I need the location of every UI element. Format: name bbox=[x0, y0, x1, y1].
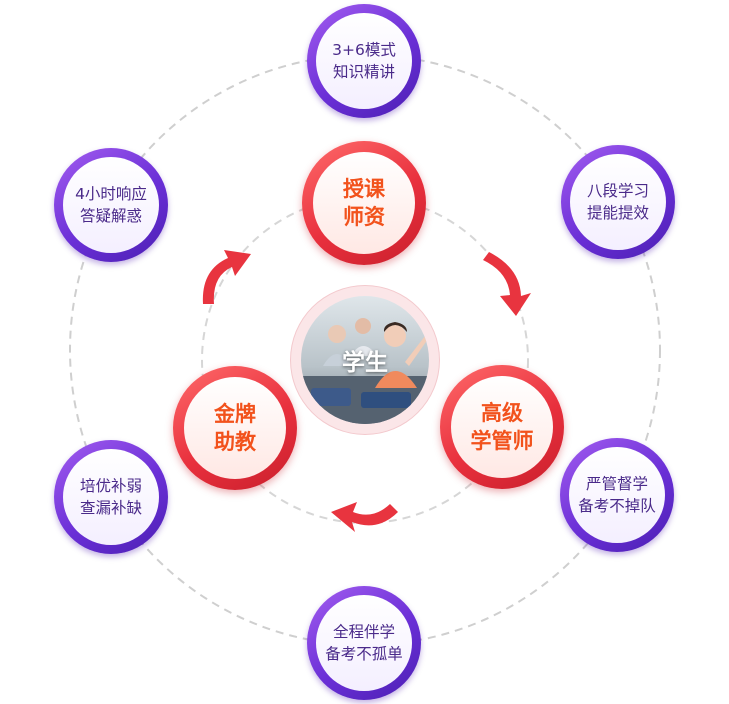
outer-node-line: 提能提效 bbox=[586, 204, 649, 222]
outer-node-line: 全程伴学 bbox=[332, 623, 395, 641]
outer-node-remedial: 培优补弱 查漏补缺 bbox=[54, 440, 168, 554]
outer-node-line: 严管督学 bbox=[585, 475, 648, 493]
center-student-node: 学生 bbox=[291, 286, 439, 434]
inner-node-line: 师资 bbox=[343, 205, 385, 229]
cycle-arrow-icon bbox=[331, 502, 398, 532]
outer-node-study-stages: 八段学习 提能提效 bbox=[561, 145, 675, 259]
outer-node-line: 八段学习 bbox=[586, 182, 649, 200]
inner-node-line: 授课 bbox=[343, 177, 385, 201]
outer-node-line: 知识精讲 bbox=[332, 63, 395, 81]
inner-node-line: 助教 bbox=[214, 430, 256, 454]
inner-node-manager: 高级 学管师 bbox=[440, 365, 564, 489]
cycle-arrow-icon bbox=[483, 252, 531, 316]
outer-node-knowledge: 3+6模式 知识精讲 bbox=[307, 4, 421, 118]
outer-node-response: 4小时响应 答疑解惑 bbox=[54, 148, 168, 262]
outer-node-companion: 全程伴学 备考不孤单 bbox=[307, 586, 421, 700]
outer-node-line: 答疑解惑 bbox=[79, 207, 142, 225]
inner-node-line: 高级 bbox=[481, 401, 523, 425]
inner-node-teachers: 授课 师资 bbox=[302, 141, 426, 265]
outer-node-line: 备考不掉队 bbox=[578, 497, 656, 515]
outer-node-line: 4小时响应 bbox=[75, 185, 147, 203]
inner-node-line: 学管师 bbox=[470, 429, 534, 453]
outer-node-line: 培优补弱 bbox=[79, 477, 142, 495]
inner-node-line: 金牌 bbox=[214, 402, 256, 426]
outer-node-line: 备考不孤单 bbox=[325, 645, 403, 663]
students-photo bbox=[301, 296, 429, 424]
center-label: 学生 bbox=[342, 350, 388, 376]
outer-node-supervision: 严管督学 备考不掉队 bbox=[560, 438, 674, 552]
outer-node-line: 3+6模式 bbox=[332, 41, 396, 59]
inner-node-assistant: 金牌 助教 bbox=[173, 366, 297, 490]
cycle-arrow-icon bbox=[202, 250, 251, 304]
outer-node-line: 查漏补缺 bbox=[79, 499, 142, 517]
